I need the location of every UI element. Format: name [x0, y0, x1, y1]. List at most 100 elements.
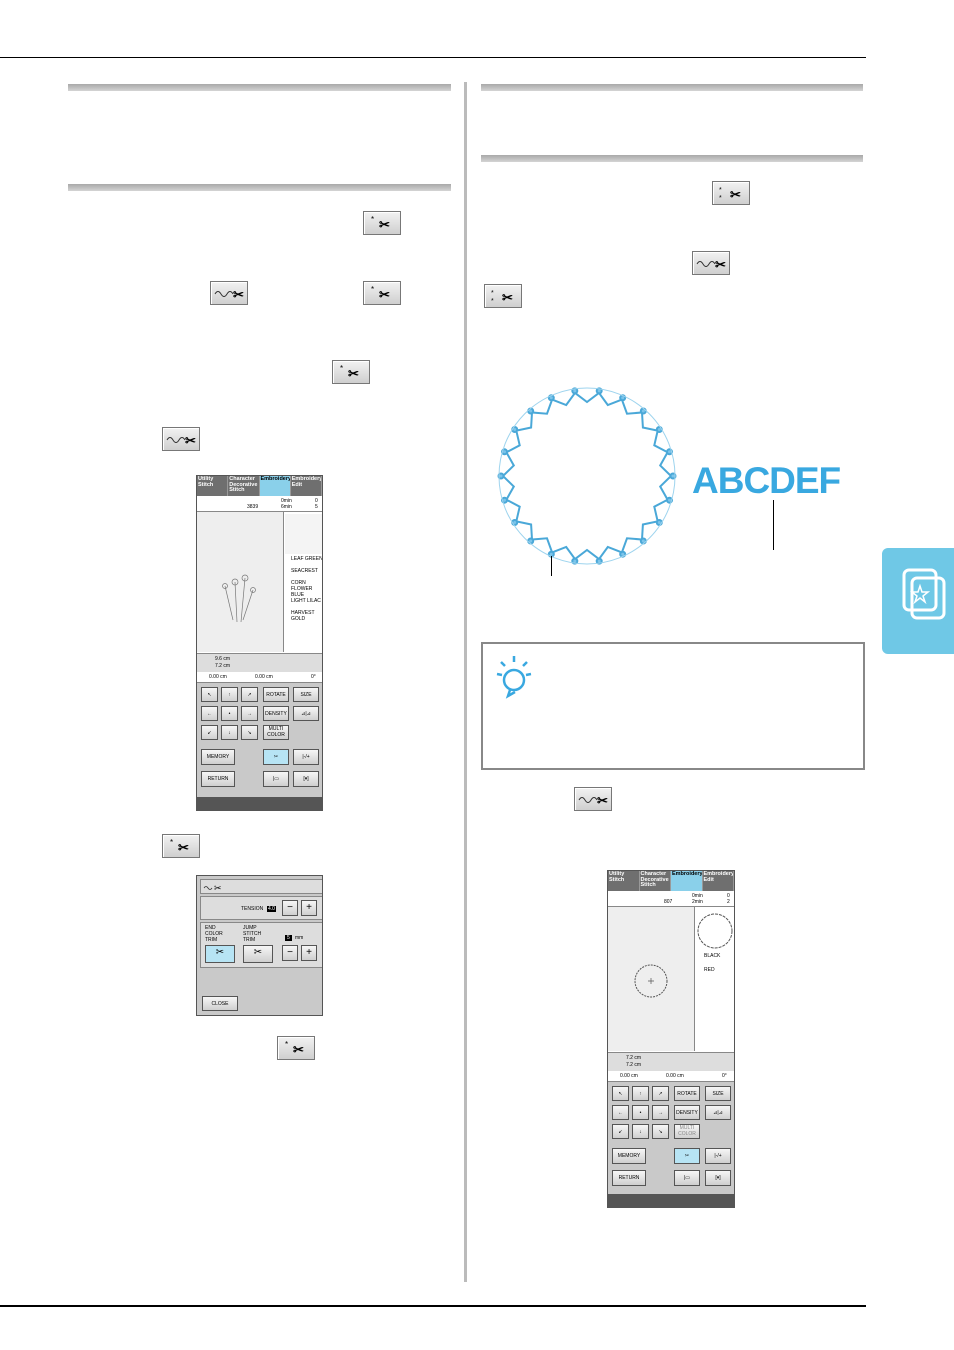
bottom-rule [0, 1305, 866, 1307]
end-color-trim-button[interactable]: ✂ [205, 945, 235, 963]
position-row: 0.00 cm 0.00 cm 0° [608, 1071, 734, 1082]
tension-button[interactable]: |-/+ [293, 749, 319, 765]
circle-design-icon [634, 964, 668, 998]
tab-embroidery[interactable]: Embroidery [671, 871, 703, 891]
mirror-button[interactable]: ⊿|⊿ [293, 706, 319, 721]
arrow-up-button[interactable]: ↑ [632, 1086, 649, 1101]
jump-stitch-trim-label: JUMP STITCH TRIM [243, 925, 262, 943]
arrow-down-left-button[interactable]: ↙ [612, 1124, 629, 1139]
color-count-top: 0 [727, 893, 730, 899]
trim-on-button-5[interactable]: *✂ [277, 1036, 315, 1060]
size-h: 7.2 cm [626, 1062, 642, 1068]
tab-embroidery[interactable]: Embroidery [259, 476, 291, 496]
callout-line-circle [551, 556, 552, 576]
svg-text:✂: ✂ [379, 217, 390, 232]
status-row: 807 0min 2min 0 2 [608, 892, 734, 907]
trial-button[interactable]: [▾] [705, 1170, 731, 1186]
size-h: 7.2 cm [215, 663, 231, 669]
arrow-right-button[interactable]: → [241, 706, 258, 721]
time-bottom: 2min [692, 899, 703, 905]
arrow-down-button[interactable]: ↓ [221, 725, 238, 740]
color-item-4: LIGHT LILAC [291, 598, 321, 604]
jump-stitch-trim-icon: ✂ [166, 433, 196, 448]
embroidery-screen-2: Utility Stitch Character Decorative Stit… [607, 870, 735, 1208]
rotate-button[interactable]: ROTATE [263, 687, 289, 702]
tension-minus-button[interactable]: − [282, 900, 298, 916]
density-button[interactable]: DENSITY [674, 1105, 700, 1120]
trim-jump-button-2[interactable]: ✂ [162, 427, 200, 451]
center-button[interactable]: • [632, 1105, 649, 1120]
trim-jump-button-r1[interactable]: ✂ [692, 251, 730, 275]
trim-jump-button[interactable]: ✂ [210, 281, 248, 305]
tab-character[interactable]: Character Decorative Stitch [228, 476, 260, 496]
multi-color-button[interactable]: MULTI COLOR [674, 1124, 700, 1139]
arrow-up-left-button[interactable]: ↖ [612, 1086, 629, 1101]
arrow-down-right-button[interactable]: ↘ [241, 725, 258, 740]
trim-on-button-4[interactable]: *✂ [162, 834, 200, 858]
control-panel: ↖ ↑ ↗ ← • → ↙ ↓ ↘ ROTATE SIZE DENSITY ⊿|… [608, 1082, 734, 1207]
color-list: BLACK RED [694, 907, 734, 1051]
trim-on-button-r2[interactable]: **✂ [484, 284, 522, 308]
arrow-down-right-button[interactable]: ↘ [652, 1124, 669, 1139]
jump-value: 5 [285, 935, 292, 941]
color-item-1: BLACK [704, 953, 721, 959]
density-button[interactable]: DENSITY [263, 706, 289, 721]
tab-character[interactable]: Character Decorative Stitch [639, 871, 671, 891]
arrow-up-right-button[interactable]: ↗ [652, 1086, 669, 1101]
close-button[interactable]: CLOSE [202, 996, 238, 1011]
size-button[interactable]: SIZE [293, 687, 319, 702]
trial-button[interactable]: [▾] [293, 771, 319, 787]
size-row: 7.2 cm 7.2 cm [608, 1052, 734, 1071]
size-row: 9.6 cm 7.2 cm [197, 653, 322, 672]
trim-dialog-screen: ✂ TENSION 4.0 − + END COLOR TRIM JUMP ST… [196, 875, 323, 1016]
return-button[interactable]: RETURN [612, 1170, 646, 1186]
memory-button[interactable]: MEMORY [612, 1148, 646, 1164]
callout-line-text [773, 500, 774, 550]
trim-button-active[interactable]: ✂ [263, 749, 289, 765]
jump-plus-button[interactable]: + [301, 945, 317, 961]
center-button[interactable]: • [221, 706, 238, 721]
arrow-down-button[interactable]: ↓ [632, 1124, 649, 1139]
arrow-right-button[interactable]: → [652, 1105, 669, 1120]
jump-stitch-trim-icon: **✂ [719, 187, 741, 202]
svg-text:✂: ✂ [185, 433, 196, 448]
end-color-trim-icon: *✂ [170, 838, 189, 855]
trim-on-button-2[interactable]: *✂ [363, 281, 401, 305]
time-top: 0min [692, 893, 703, 899]
embroidery-frame-icon [902, 568, 946, 620]
arrow-left-button[interactable]: ← [612, 1105, 629, 1120]
trim-button-active[interactable]: ✂ [674, 1148, 700, 1164]
tab-embroidery-edit[interactable]: Embroidery Edit [702, 871, 734, 891]
tab-embroidery-edit[interactable]: Embroidery Edit [290, 476, 322, 496]
arrow-up-right-button[interactable]: ↗ [241, 687, 258, 702]
rotate-button[interactable]: ROTATE [674, 1086, 700, 1101]
color-item-1: LEAF GREEN [291, 556, 323, 562]
trim-on-button[interactable]: *✂ [363, 211, 401, 235]
arrow-up-left-button[interactable]: ↖ [201, 687, 218, 702]
thumb [285, 514, 322, 554]
trim-jump-button-r2[interactable]: ✂ [574, 787, 612, 811]
arrow-left-button[interactable]: ← [201, 706, 218, 721]
trim-on-button-r1[interactable]: **✂ [712, 181, 750, 205]
memory-button[interactable]: MEMORY [201, 749, 235, 765]
start-point-button[interactable]: |▭ [263, 771, 289, 787]
return-button[interactable]: RETURN [201, 771, 235, 787]
jump-stitch-trim-button[interactable]: ✂ [243, 945, 273, 963]
color-item-3: CORN FLOWER BLUE [291, 580, 313, 598]
trim-on-button-3[interactable]: *✂ [332, 360, 370, 384]
tension-plus-button[interactable]: + [301, 900, 317, 916]
tab-utility[interactable]: Utility Stitch [608, 871, 640, 891]
section-bar-left-top [68, 84, 451, 91]
mirror-button[interactable]: ⊿|⊿ [705, 1105, 731, 1120]
svg-text:*: * [719, 187, 722, 194]
position-row: 0.00 cm 0.00 cm 0° [197, 672, 322, 683]
tension-button[interactable]: |-/+ [705, 1148, 731, 1164]
multi-color-button[interactable]: MULTI COLOR [263, 725, 289, 740]
jump-minus-button[interactable]: − [282, 945, 298, 961]
note-box [481, 642, 865, 770]
size-button[interactable]: SIZE [705, 1086, 731, 1101]
arrow-up-button[interactable]: ↑ [221, 687, 238, 702]
arrow-down-left-button[interactable]: ↙ [201, 725, 218, 740]
tab-utility[interactable]: Utility Stitch [197, 476, 229, 496]
start-point-button[interactable]: |▭ [674, 1170, 700, 1186]
